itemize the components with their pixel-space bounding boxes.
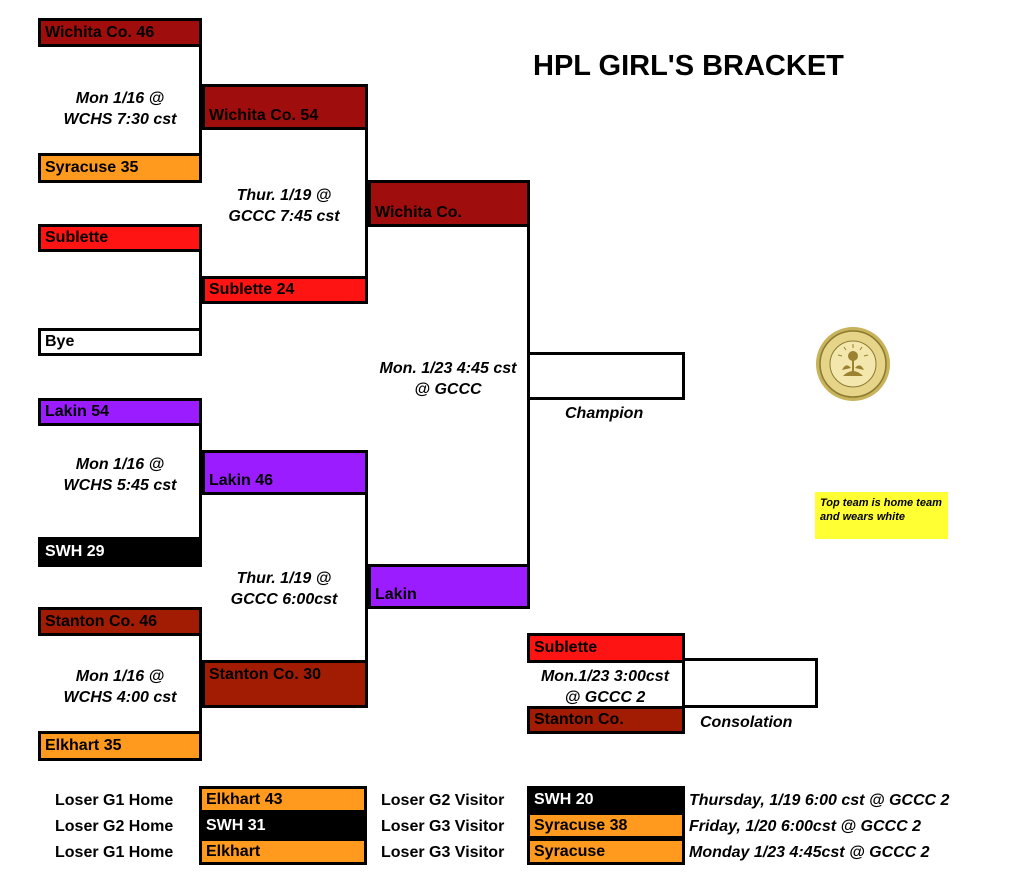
r1-swh-box: SWH 29 — [38, 537, 202, 567]
consolation-sublette-box: Sublette — [527, 633, 685, 663]
r2-sublette-box: Sublette 24 — [202, 276, 368, 304]
semi1-info: Thur. 1/19 @ GCCC 7:45 cst — [205, 185, 363, 227]
r2-connector-bottom — [365, 493, 368, 662]
semi1-venue: GCCC 7:45 cst — [228, 208, 340, 225]
loser-game-date: Thursday, 1/19 6:00 cst @ GCCC 2 — [689, 792, 950, 809]
r1-stanton-box: Stanton Co. 46 — [38, 607, 202, 636]
r2-wichita-box: Wichita Co. 54 — [202, 84, 368, 130]
game2-venue: WCHS 5:45 cst — [63, 477, 177, 494]
loser-visitor-label: Loser G3 Visitor — [381, 844, 505, 861]
game3-date: Mon 1/16 @ — [75, 668, 165, 685]
consolation-date: Mon.1/23 3:00cst — [540, 668, 670, 685]
semi2-info: Thur. 1/19 @ GCCC 6:00cst — [205, 568, 363, 610]
r1-connector-g2 — [199, 424, 202, 539]
r2-connector-top — [365, 128, 368, 278]
loser-home-label: Loser G2 Home — [55, 818, 174, 835]
final-venue: @ GCCC — [414, 381, 482, 398]
loser-home-team-box: SWH 31 — [199, 812, 367, 839]
loser-visitor-team-box: SWH 20 — [527, 786, 685, 813]
r2-stanton-box: Stanton Co. 30 — [202, 660, 368, 708]
r2-lakin-box: Lakin 46 — [202, 450, 368, 495]
game1-date: Mon 1/16 @ — [75, 90, 165, 107]
consolation-game-info: Mon.1/23 3:00cst @ GCCC 2 — [530, 666, 680, 708]
consolation-stanton-box: Stanton Co. — [527, 706, 685, 734]
r1-elkhart-box: Elkhart 35 — [38, 731, 202, 761]
game1-info: Mon 1/16 @ WCHS 7:30 cst — [40, 88, 200, 130]
final-info: Mon. 1/23 4:45 cst @ GCCC — [368, 358, 528, 400]
loser-home-team-box: Elkhart — [199, 838, 367, 865]
game2-info: Mon 1/16 @ WCHS 5:45 cst — [40, 454, 200, 496]
home-team-note: Top team is home team and wears white — [815, 492, 948, 539]
r3-wichita-box: Wichita Co. — [368, 180, 530, 227]
semi1-date: Thur. 1/19 @ — [236, 187, 332, 204]
final-date: Mon. 1/23 4:45 cst — [379, 360, 517, 377]
loser-visitor-team-box: Syracuse — [527, 838, 685, 865]
champion-box — [527, 352, 685, 400]
loser-visitor-label: Loser G2 Visitor — [381, 792, 505, 809]
semi2-venue: GCCC 6:00cst — [230, 591, 338, 608]
r1-lakin-box: Lakin 54 — [38, 398, 202, 426]
r1-wichita-box: Wichita Co. 46 — [38, 18, 202, 47]
loser-visitor-label: Loser G3 Visitor — [381, 818, 505, 835]
league-seal-icon — [816, 327, 890, 401]
r1-sublette-box: Sublette — [38, 224, 202, 252]
r1-bye-box: Bye — [38, 328, 202, 356]
champion-label: Champion — [565, 405, 644, 422]
loser-game-date: Friday, 1/20 6:00cst @ GCCC 2 — [689, 818, 921, 835]
consolation-venue: @ GCCC 2 — [564, 689, 646, 706]
consolation-label: Consolation — [700, 714, 793, 731]
r1-syracuse-box: Syracuse 35 — [38, 153, 202, 183]
game3-info: Mon 1/16 @ WCHS 4:00 cst — [40, 666, 200, 708]
game1-venue: WCHS 7:30 cst — [63, 111, 177, 128]
semi2-date: Thur. 1/19 @ — [236, 570, 332, 587]
loser-home-team-box: Elkhart 43 — [199, 786, 367, 813]
loser-home-label: Loser G1 Home — [55, 792, 174, 809]
loser-game-date: Monday 1/23 4:45cst @ GCCC 2 — [689, 844, 930, 861]
game2-date: Mon 1/16 @ — [75, 456, 165, 473]
r3-lakin-box: Lakin — [368, 564, 530, 609]
r1-connector-bye — [199, 250, 202, 330]
bracket-title: HPL GIRL'S BRACKET — [533, 50, 844, 82]
loser-visitor-team-box: Syracuse 38 — [527, 812, 685, 839]
consolation-winner-box — [682, 658, 818, 708]
r1-connector-g1 — [199, 45, 202, 155]
r1-connector-g3 — [199, 634, 202, 733]
game3-venue: WCHS 4:00 cst — [63, 689, 177, 706]
loser-home-label: Loser G1 Home — [55, 844, 174, 861]
